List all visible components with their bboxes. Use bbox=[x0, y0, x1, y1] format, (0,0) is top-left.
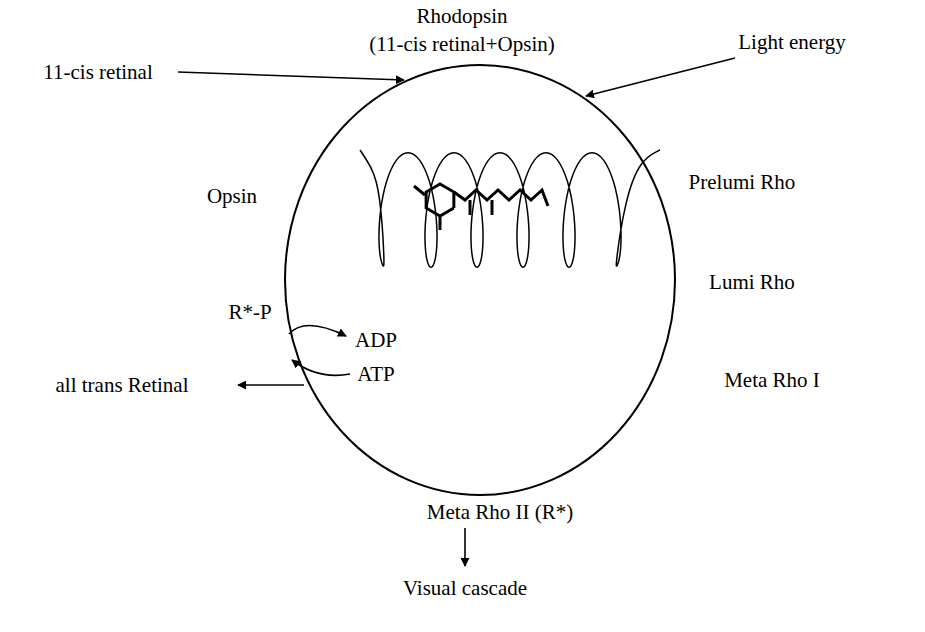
stage-label: Rhodopsin bbox=[416, 4, 507, 28]
stage-label: 11-cis retinal bbox=[43, 60, 152, 84]
stage-label: ADP bbox=[355, 328, 397, 352]
opsin-helix bbox=[360, 150, 660, 267]
stage-label: Opsin bbox=[207, 184, 257, 208]
cascade-arrow bbox=[464, 528, 466, 566]
retinal-chain bbox=[454, 190, 548, 206]
atp-arrow bbox=[292, 360, 350, 375]
stage-label: (11-cis retinal+Opsin) bbox=[369, 32, 554, 56]
helix-coil bbox=[360, 150, 660, 267]
input-arrow bbox=[178, 72, 404, 80]
stage-label: Visual cascade bbox=[403, 576, 527, 600]
retinal-methyl bbox=[439, 216, 442, 230]
stage-label: Light energy bbox=[738, 30, 846, 54]
retinal-methyl bbox=[414, 186, 425, 195]
stage-label: ATP bbox=[357, 362, 394, 386]
retinal-ring bbox=[426, 184, 454, 216]
stage-label: R*-P bbox=[228, 300, 271, 324]
stage-label: Prelumi Rho bbox=[689, 170, 796, 194]
stage-label: Lumi Rho bbox=[709, 270, 795, 294]
adp-arrow bbox=[289, 325, 346, 336]
retinal-methyl bbox=[491, 200, 494, 215]
light-arrow bbox=[586, 58, 735, 96]
stage-label: Meta Rho I bbox=[724, 368, 820, 392]
stage-label: Meta Rho II (R*) bbox=[427, 500, 573, 524]
stage-label: all trans Retinal bbox=[56, 373, 189, 397]
release-arrow bbox=[238, 384, 304, 386]
retinal-methyl bbox=[469, 200, 472, 215]
cycle-ring bbox=[285, 65, 675, 495]
